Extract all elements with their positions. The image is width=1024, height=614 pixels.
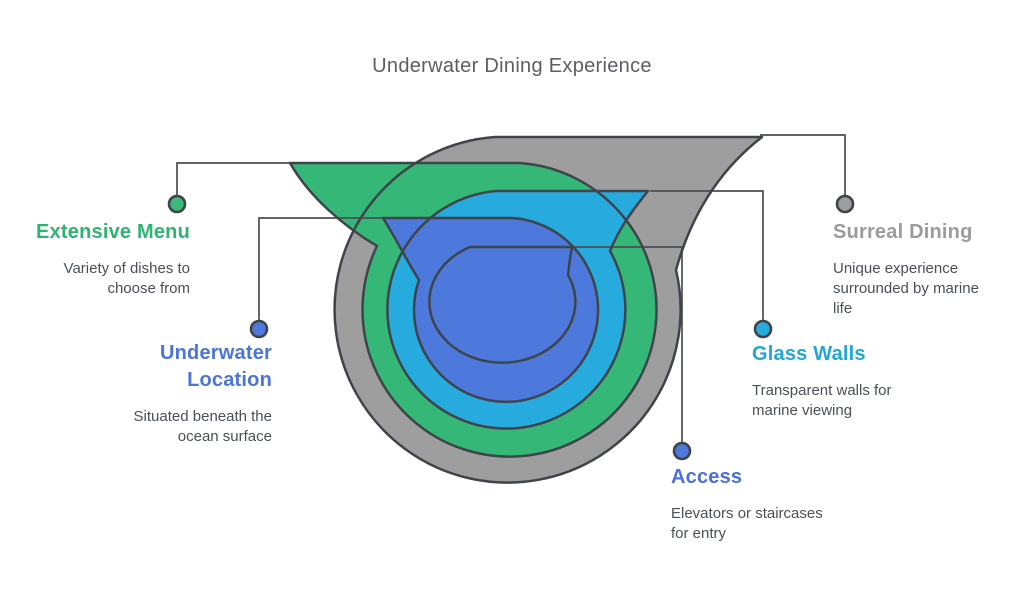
layer-access-core-shape bbox=[429, 247, 576, 363]
item-surreal-dining: Surreal Dining Unique experience surroun… bbox=[833, 219, 1013, 319]
connector-underwater-location bbox=[258, 217, 392, 321]
outline-glass-walls-shape bbox=[386, 189, 650, 430]
glass-walls-dot bbox=[753, 319, 773, 339]
underwater-location-dot bbox=[249, 319, 269, 339]
connector-surreal-dining bbox=[760, 134, 846, 196]
item-label: Access bbox=[671, 466, 743, 488]
item-label: Surreal Dining bbox=[833, 221, 973, 243]
extensive-menu-dot bbox=[167, 194, 187, 214]
item-label: Glass Walls bbox=[752, 343, 866, 365]
item-description: Elevators or staircases for entry bbox=[671, 505, 823, 542]
access-dot bbox=[672, 441, 692, 461]
outline-underwater-location-shape bbox=[381, 216, 600, 404]
surreal-dining-dot bbox=[835, 194, 855, 214]
item-label: Extensive Menu bbox=[36, 221, 190, 243]
page-title: Underwater Dining Experience bbox=[372, 55, 652, 77]
item-label: Underwater Location bbox=[159, 342, 272, 391]
item-extensive-menu: Extensive Menu Variety of dishes to choo… bbox=[15, 219, 190, 299]
outline-surreal-dining-shape bbox=[333, 135, 764, 484]
connector-glass-walls bbox=[650, 190, 764, 321]
outline-extensive-menu-shape bbox=[288, 161, 658, 458]
item-underwater-location: Underwater Location Situated beneath the… bbox=[114, 340, 272, 447]
item-description: Situated beneath the ocean surface bbox=[133, 408, 272, 445]
item-description: Variety of dishes to choose from bbox=[63, 260, 190, 297]
item-description: Transparent walls for marine viewing bbox=[752, 382, 892, 419]
connector-extensive-menu bbox=[176, 162, 290, 196]
item-glass-walls: Glass Walls Transparent walls for marine… bbox=[752, 341, 937, 421]
outline-access-core-shape bbox=[428, 245, 577, 364]
item-access: Access Elevators or staircases for entry bbox=[671, 464, 866, 544]
item-description: Unique experience surrounded by marine l… bbox=[833, 260, 979, 317]
